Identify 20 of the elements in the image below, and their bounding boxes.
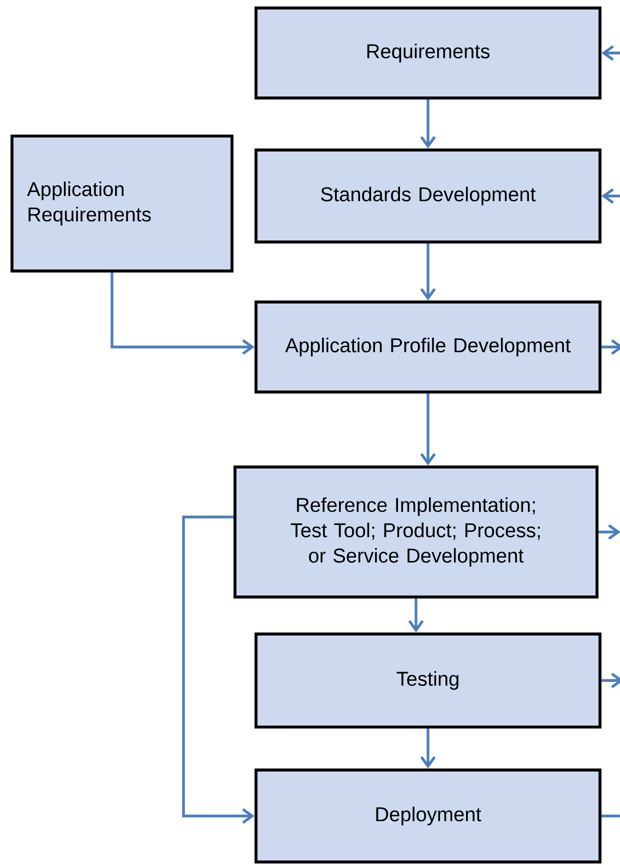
connector-line (601, 814, 620, 818)
process-box: Application Profile Development (254, 300, 602, 394)
arrow (601, 188, 620, 204)
process-box: Application Requirements (10, 134, 234, 272)
process-box: Standards Development (254, 148, 602, 244)
arrow (420, 99, 436, 149)
process-box: Deployment (254, 768, 602, 864)
arrow (420, 243, 436, 301)
arrow (601, 672, 620, 688)
arrow (601, 45, 620, 61)
arrow (182, 516, 255, 824)
process-box: Reference Implementation; Test Tool; Product; Process; or Service Development (234, 466, 598, 598)
arrow (598, 524, 620, 540)
arrow (420, 728, 436, 769)
process-box: Requirements (254, 6, 602, 100)
arrow (601, 339, 620, 355)
process-box: Testing (254, 632, 602, 728)
arrow (408, 598, 424, 632)
arrow (110, 272, 255, 355)
arrow (420, 393, 436, 466)
